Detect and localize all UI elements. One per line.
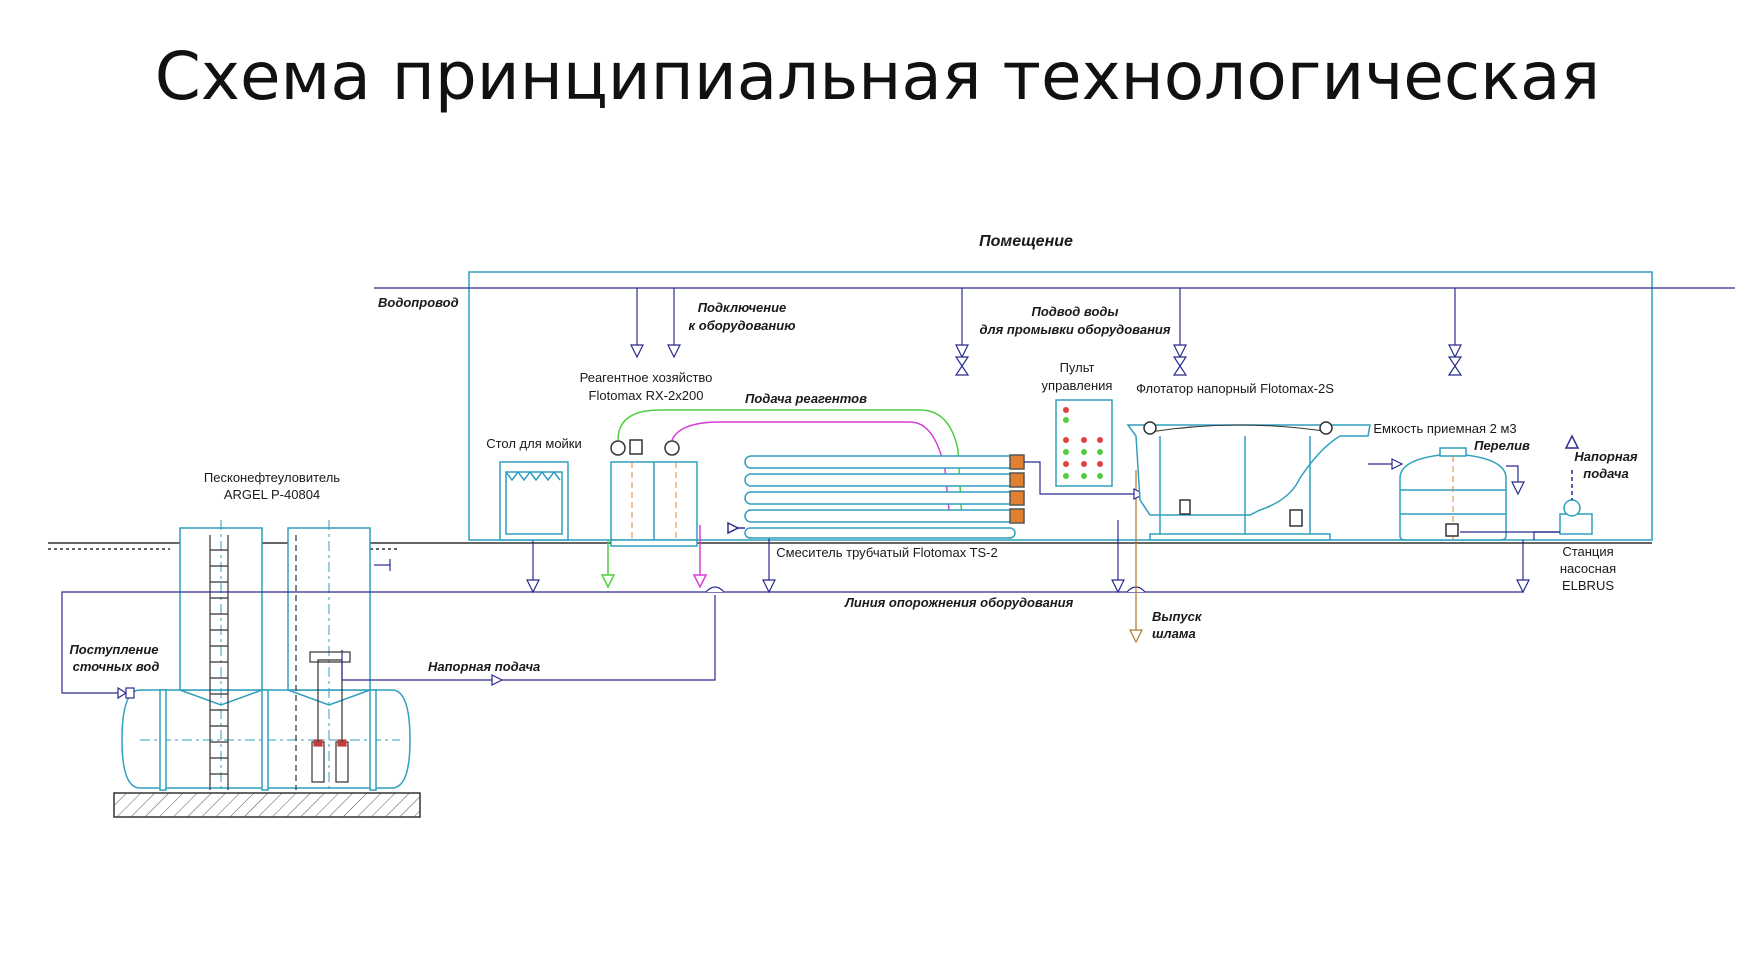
pressure-feed-right-label-2: подача	[1583, 466, 1628, 481]
tube-mixer-label: Смеситель трубчатый Flotomax TS-2	[776, 545, 998, 560]
separator-pumps	[309, 651, 351, 783]
wastewater-inlet	[61, 591, 533, 700]
pump-station-label-1: Станция	[1562, 544, 1613, 559]
sludge-outlet-label-1: Выпуск	[1152, 609, 1203, 624]
separator-label-1: Песконефтеуловитель	[204, 470, 340, 485]
wash-table-label: Стол для мойки	[486, 436, 582, 451]
reagent-unit-label-1: Реагентное хозяйство	[580, 370, 713, 385]
reagent-feed-pipes	[600, 409, 963, 589]
reagent-feed-label: Подача реагентов	[745, 391, 867, 406]
pump-station-label-2: насосная	[1560, 561, 1616, 576]
room-label: Помещение	[979, 233, 1073, 250]
wash-water-label-1: Подвод воды	[1031, 304, 1118, 319]
separator-label-2: ARGEL P-40804	[224, 487, 320, 502]
pump-station-label-3: ELBRUS	[1562, 578, 1614, 593]
wash-table	[499, 461, 569, 541]
tube-mixer	[727, 454, 1025, 539]
water-supply-label: Водопровод	[378, 295, 459, 310]
flotator-label: Флотатор напорный Flotomax-2S	[1136, 381, 1334, 396]
sludge-outlet-label-2: шлама	[1152, 626, 1196, 641]
separator-ladder	[209, 535, 297, 790]
pressure-feed-label: Напорная подача	[428, 659, 540, 674]
room-boundary	[468, 271, 1653, 541]
wastewater-inlet-label-1: Поступление	[69, 642, 158, 657]
control-panel	[1055, 399, 1113, 487]
overflow-label: Перелив	[1474, 438, 1530, 453]
supply-drops	[630, 288, 1463, 376]
equipment-connection-label-2: к оборудованию	[689, 318, 796, 333]
receiving-tank	[1399, 447, 1507, 541]
flotator-tank-link	[1368, 458, 1404, 470]
pressure-feed-line	[341, 559, 716, 686]
pressure-feed-right-label-1: Напорная	[1574, 449, 1638, 464]
reagent-unit	[610, 439, 698, 547]
receiving-tank-label: Емкость приемная 2 м3	[1373, 421, 1516, 436]
wastewater-inlet-label-2: сточных вод	[73, 659, 160, 674]
control-panel-label-2: управления	[1042, 378, 1113, 393]
slide-title: Схема принципиальная технологическая	[154, 38, 1601, 115]
control-panel-label-1: Пульт	[1060, 360, 1095, 375]
equipment-connection-label-1: Подключение	[698, 300, 787, 315]
wash-water-label-2: для промывки оборудования	[979, 322, 1170, 337]
reagent-unit-label-2: Flotomax RX-2x200	[589, 388, 704, 403]
flotator	[1126, 421, 1371, 541]
drain-line-label: Линия опорожнения оборудования	[844, 595, 1074, 610]
pump-station	[1534, 434, 1593, 535]
